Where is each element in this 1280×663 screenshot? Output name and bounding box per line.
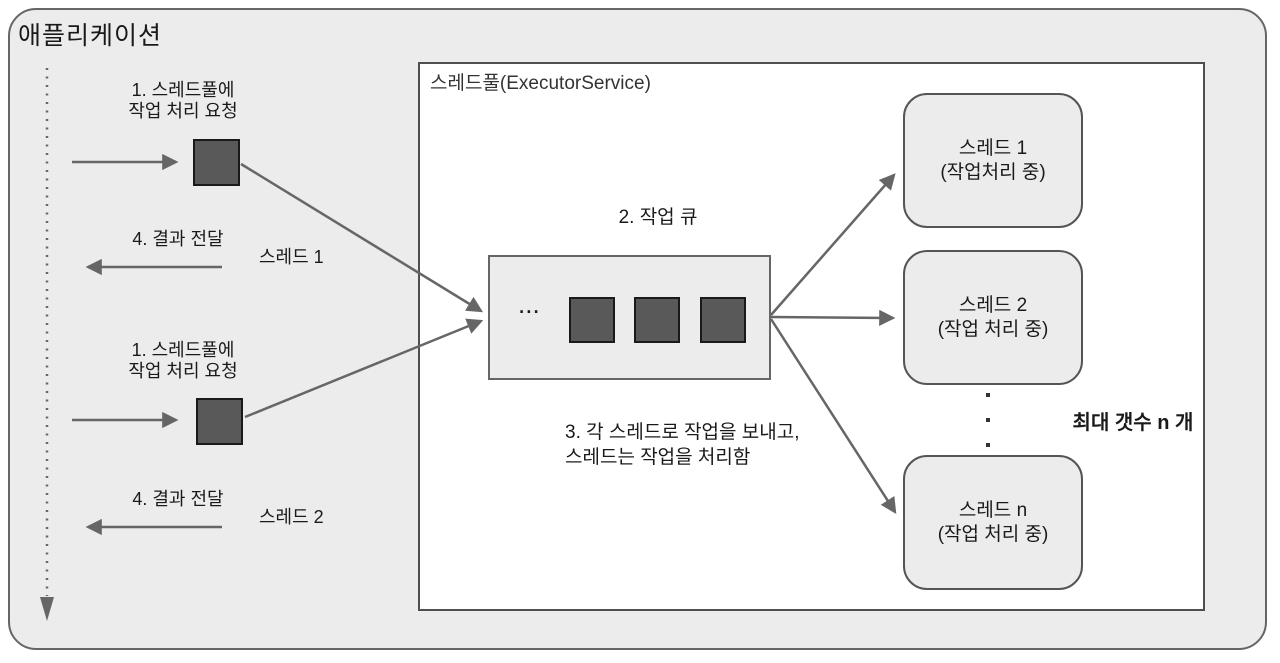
threadpool-title: 스레드풀(ExecutorService) <box>430 73 651 94</box>
thread-ellipsis-dots-icon <box>986 393 990 447</box>
task-square-1 <box>193 139 240 186</box>
thread2-return-label: 스레드 2 <box>259 507 324 527</box>
thread-box-n: 스레드 n (작업 처리 중) <box>903 455 1083 590</box>
queued-task-square-3 <box>700 297 746 343</box>
thread-box-1: 스레드 1 (작업처리 중) <box>903 93 1083 228</box>
request-label-2: 1. 스레드풀에 작업 처리 요청 <box>98 340 268 382</box>
queued-task-square-1 <box>569 297 615 343</box>
application-title: 애플리케이션 <box>18 22 163 50</box>
request-label-1-line2: 작업 처리 요청 <box>128 101 238 121</box>
queue-ellipsis: ... <box>518 289 540 319</box>
request-label-2-line1: 1. 스레드풀에 <box>131 340 235 360</box>
work-queue-box: ... <box>488 255 771 380</box>
task-square-2 <box>196 398 243 445</box>
thread-box-1-status: (작업처리 중) <box>940 161 1046 183</box>
request-label-1-line1: 1. 스레드풀에 <box>131 80 235 100</box>
thread1-return-label: 스레드 1 <box>259 247 324 267</box>
thread-box-2: 스레드 2 (작업 처리 중) <box>903 250 1083 385</box>
request-label-1: 1. 스레드풀에 작업 처리 요청 <box>98 80 268 122</box>
request-label-2-line2: 작업 처리 요청 <box>128 361 238 381</box>
result-label-2: 4. 결과 전달 <box>132 489 224 509</box>
thread-box-n-status: (작업 처리 중) <box>937 523 1049 545</box>
max-count-label: 최대 갯수 n 개 <box>1072 412 1194 434</box>
thread-box-2-name: 스레드 2 <box>958 294 1028 316</box>
thread-box-1-name: 스레드 1 <box>958 137 1028 159</box>
queued-task-square-2 <box>634 297 680 343</box>
thread-box-n-name: 스레드 n <box>958 499 1028 521</box>
dispatch-note-line1: 3. 각 스레드로 작업을 보내고, <box>565 422 800 443</box>
thread-box-2-status: (작업 처리 중) <box>937 318 1049 340</box>
dispatch-note: 3. 각 스레드로 작업을 보내고, 스레드는 작업을 처리함 <box>565 420 800 470</box>
queue-label: 2. 작업 큐 <box>618 207 698 228</box>
result-label-1: 4. 결과 전달 <box>132 229 224 249</box>
dispatch-note-line2: 스레드는 작업을 처리함 <box>565 447 751 468</box>
